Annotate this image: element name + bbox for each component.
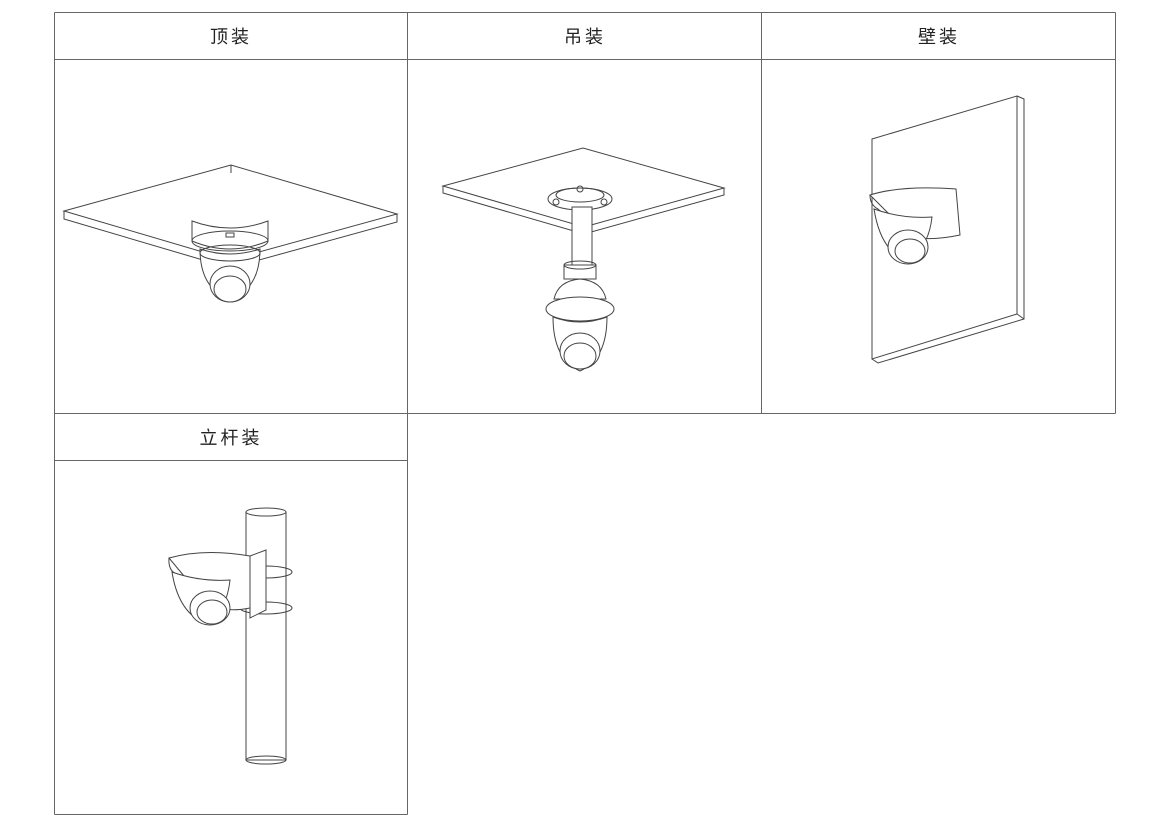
cell-label: 吊装 bbox=[564, 26, 606, 48]
cell-wall-mount: 壁装 bbox=[762, 12, 1116, 414]
pole-mount-illustration bbox=[54, 460, 408, 815]
cell-pole-mount: 立杆装 bbox=[54, 413, 408, 815]
mounting-methods-table: 顶装 吊装 bbox=[54, 12, 1116, 815]
cell-label: 壁装 bbox=[918, 26, 960, 48]
cell-pendant-mount: 吊装 bbox=[408, 12, 762, 414]
table-grid-lines bbox=[54, 12, 1116, 815]
wall-mount-illustration bbox=[762, 59, 1116, 414]
pendant-mount-illustration bbox=[408, 59, 762, 414]
ceiling-mount-illustration bbox=[54, 59, 408, 414]
cell-label: 立杆装 bbox=[199, 427, 263, 449]
cell-ceiling-mount: 顶装 bbox=[54, 12, 408, 414]
cell-label: 顶装 bbox=[210, 26, 252, 48]
